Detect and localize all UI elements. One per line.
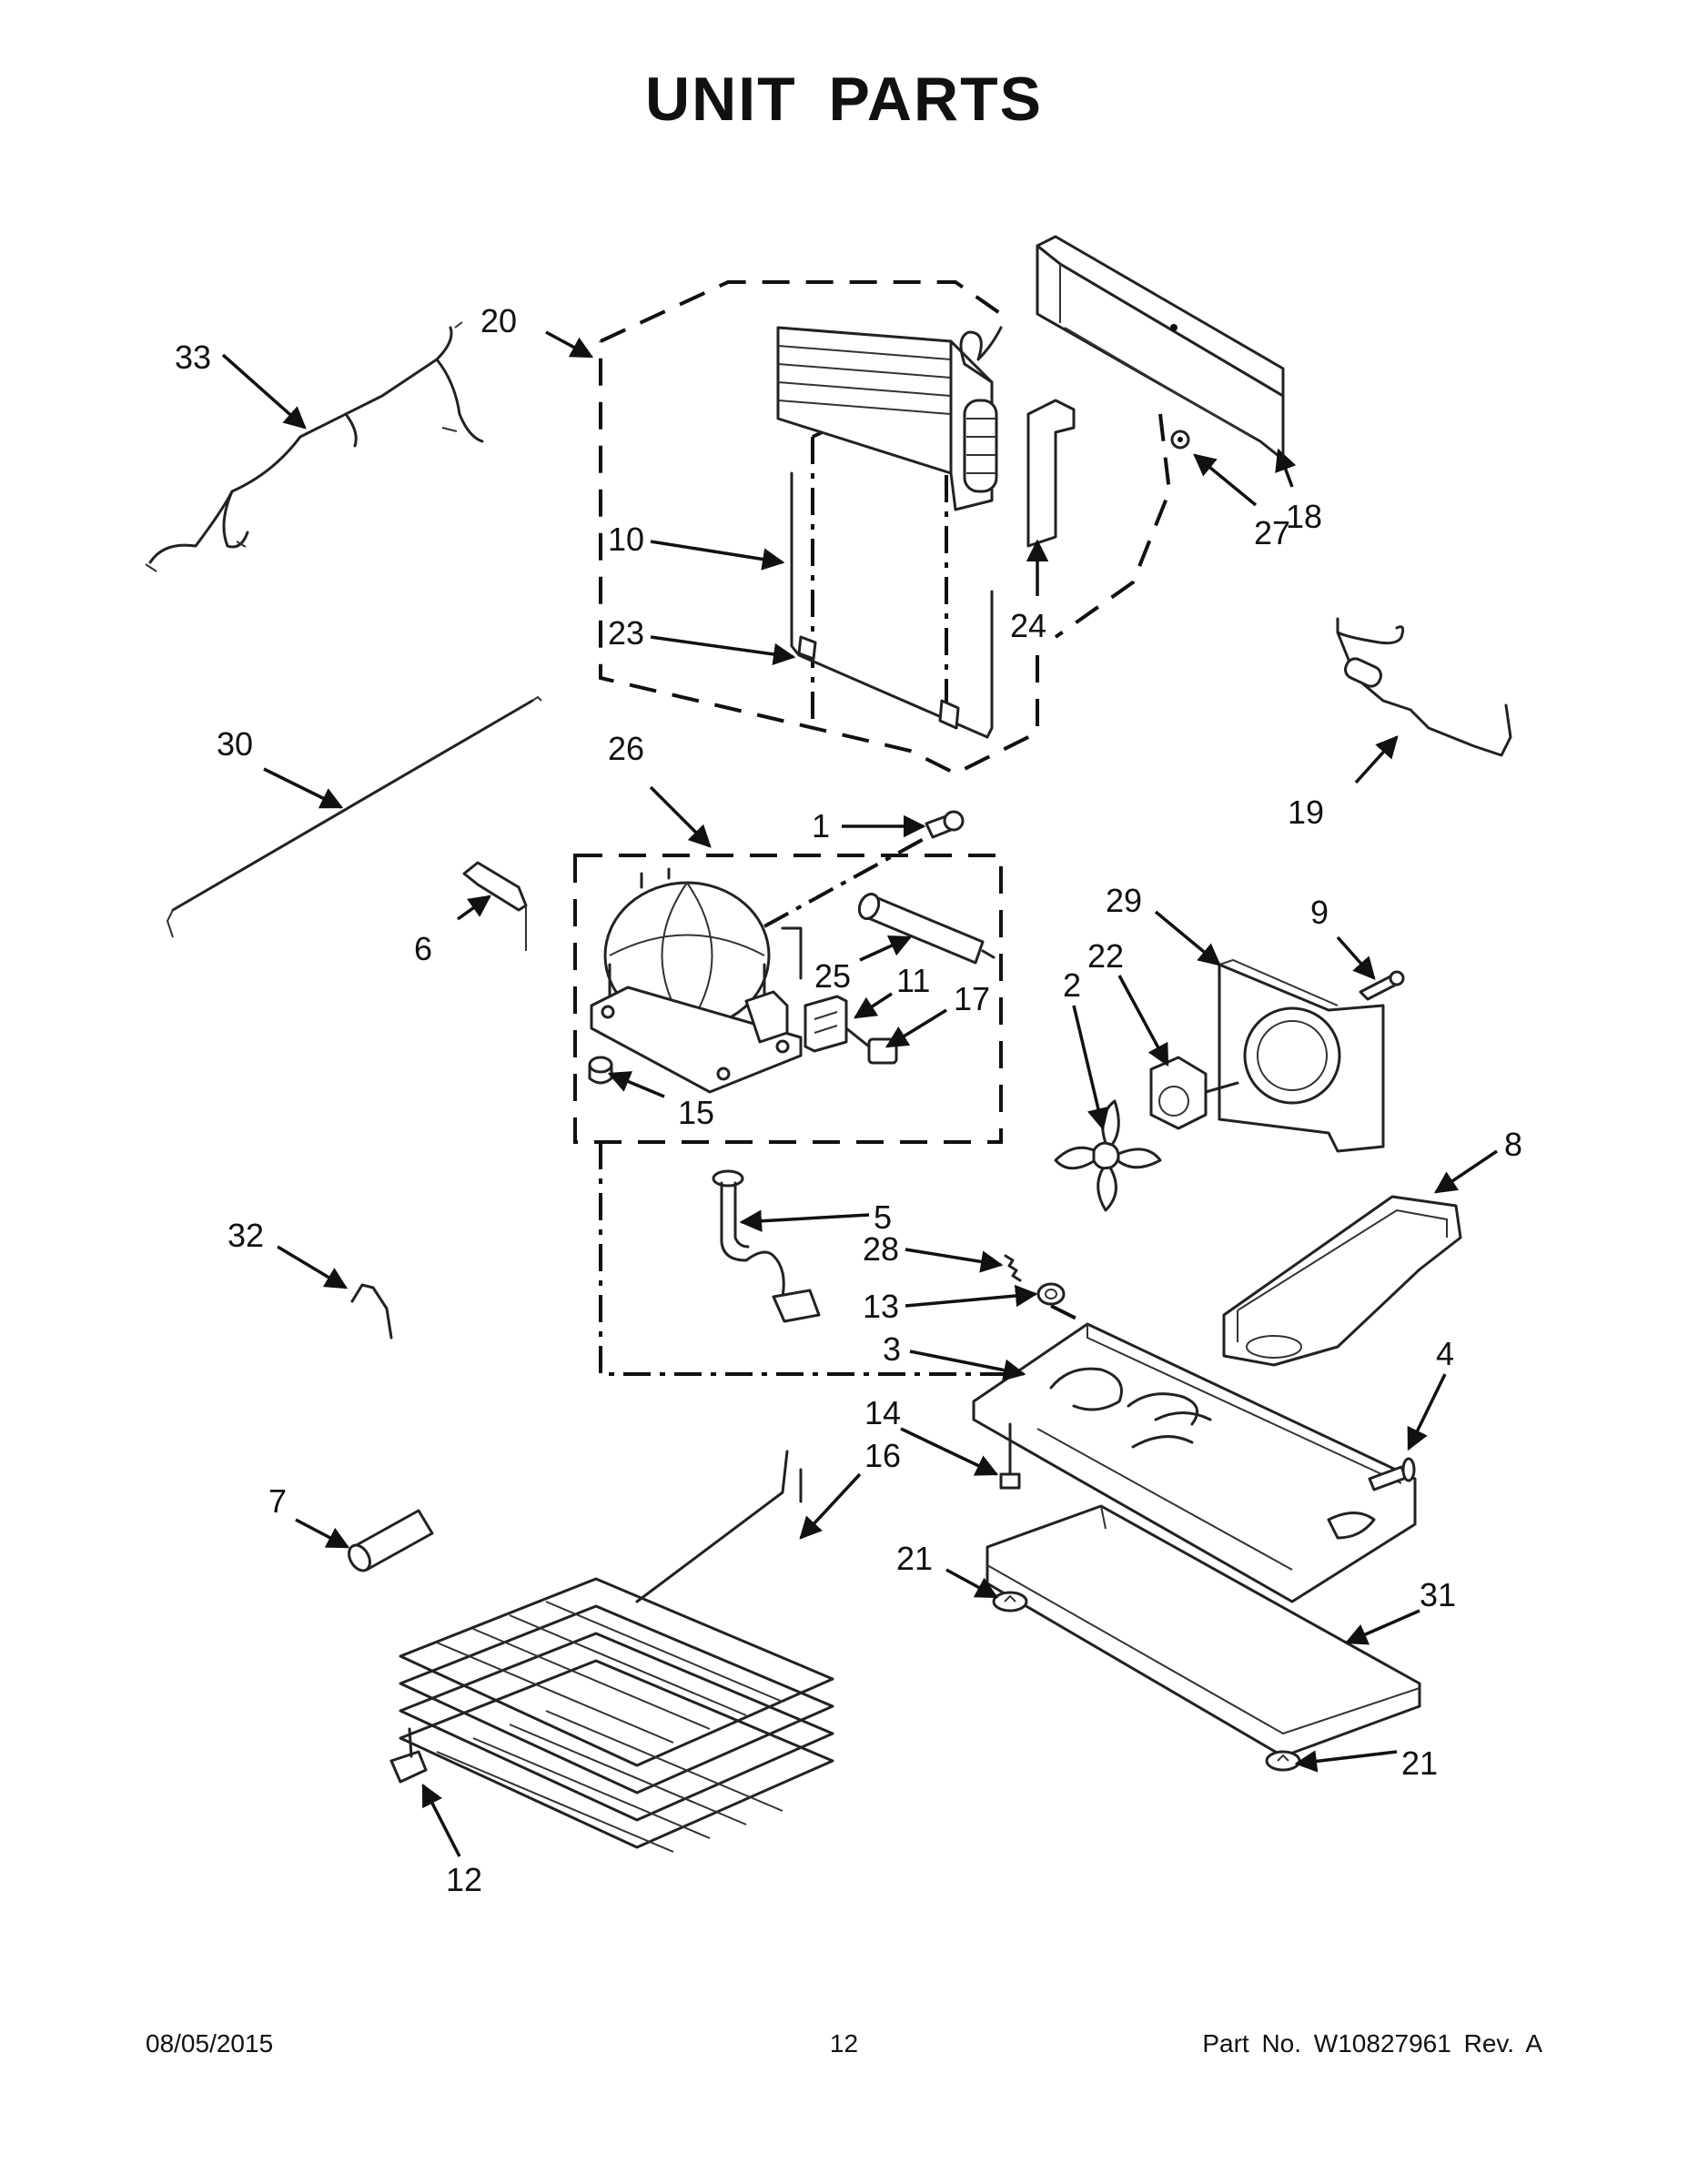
coil-16 [399, 1450, 834, 1853]
foot-21a [992, 1591, 1028, 1613]
condenser-coil-20 [776, 326, 1003, 511]
callout-15: 15 [678, 1094, 714, 1131]
screw-4 [1368, 1457, 1416, 1491]
screw-1 [925, 810, 965, 839]
callout-13: 13 [863, 1288, 899, 1325]
callout-12: 12 [446, 1861, 482, 1898]
clip-32 [350, 1283, 393, 1340]
fan-shroud-29 [1218, 958, 1385, 1153]
foot-21b [1265, 1750, 1301, 1772]
spacer-24 [1026, 399, 1076, 548]
leader-lines [221, 330, 1498, 1857]
page-title: UNIT PARTS [645, 65, 1043, 134]
callout-30: 30 [217, 725, 253, 763]
drain-tube-5 [712, 1169, 821, 1323]
screw-27 [1170, 430, 1190, 450]
callout-4: 4 [1436, 1335, 1454, 1372]
callout-23: 23 [608, 614, 644, 652]
callout-17: 17 [954, 980, 990, 1017]
cover-18 [1036, 235, 1285, 461]
condenser-group-boundary [599, 280, 1172, 776]
clip-12 [389, 1727, 428, 1784]
drain-flow-line [1050, 1304, 1079, 1321]
cable-30 [166, 695, 542, 938]
callout-2: 2 [1063, 966, 1081, 1004]
callout-21-bottom: 21 [1401, 1744, 1438, 1782]
compressor-26 [590, 867, 803, 1094]
sensor-clip-23 [797, 635, 817, 661]
callout-29: 29 [1106, 882, 1142, 919]
callout-21-top: 21 [896, 1540, 933, 1577]
sleeve-7 [348, 1509, 434, 1572]
drain-pan-8 [1222, 1195, 1462, 1367]
footer-page-number: 12 [829, 2029, 859, 2058]
callout-5: 5 [874, 1198, 892, 1236]
compressor-to-dryer-line [763, 837, 925, 928]
callout-16: 16 [864, 1437, 901, 1474]
callout-9: 9 [1310, 894, 1329, 931]
callout-8: 8 [1504, 1126, 1522, 1163]
grommet-13 [1036, 1282, 1066, 1306]
compressor-group-boundary [573, 854, 1003, 1144]
callout-27: 27 [1254, 514, 1290, 551]
callout-31: 31 [1420, 1576, 1456, 1613]
drier-25 [857, 892, 996, 965]
callout-11: 11 [896, 962, 930, 999]
grommet-15 [588, 1056, 613, 1085]
callout-32: 32 [227, 1217, 264, 1254]
callout-33: 33 [175, 339, 211, 376]
callout-3: 3 [883, 1330, 901, 1368]
base-plate-3 [972, 1322, 1417, 1603]
relay-11 [804, 995, 871, 1053]
fan-blade-2 [1054, 1099, 1162, 1212]
callout-20: 20 [480, 302, 517, 339]
temperature-sensor-10 [790, 471, 994, 739]
callout-22: 22 [1087, 937, 1124, 975]
callout-19: 19 [1288, 794, 1324, 831]
callout-labels: 33 20 10 23 24 27 18 19 30 26 1 6 25 11 … [175, 302, 1522, 1898]
bracket-6 [462, 861, 528, 951]
callout-7: 7 [268, 1482, 287, 1520]
callout-26: 26 [608, 730, 644, 767]
footer-date: 08/05/2015 [146, 2029, 274, 2058]
screw-14 [999, 1422, 1021, 1490]
callout-1: 1 [812, 807, 830, 844]
fan-motor-22 [1149, 1056, 1239, 1130]
callout-24: 24 [1010, 607, 1046, 644]
callout-25: 25 [814, 957, 851, 995]
footer-part-number: Part No. W10827961 Rev. A [1202, 2029, 1542, 2058]
compressor-flow-line [599, 1142, 1010, 1376]
screw-9 [1359, 970, 1405, 1001]
callout-6: 6 [414, 930, 432, 967]
callout-10: 10 [608, 521, 644, 558]
callout-18: 18 [1286, 498, 1322, 535]
spring-28 [1004, 1254, 1022, 1282]
dryer-tube-19 [1336, 617, 1512, 757]
callout-28: 28 [863, 1230, 899, 1268]
wire-harness-33 [145, 321, 484, 572]
callout-14: 14 [864, 1394, 901, 1431]
